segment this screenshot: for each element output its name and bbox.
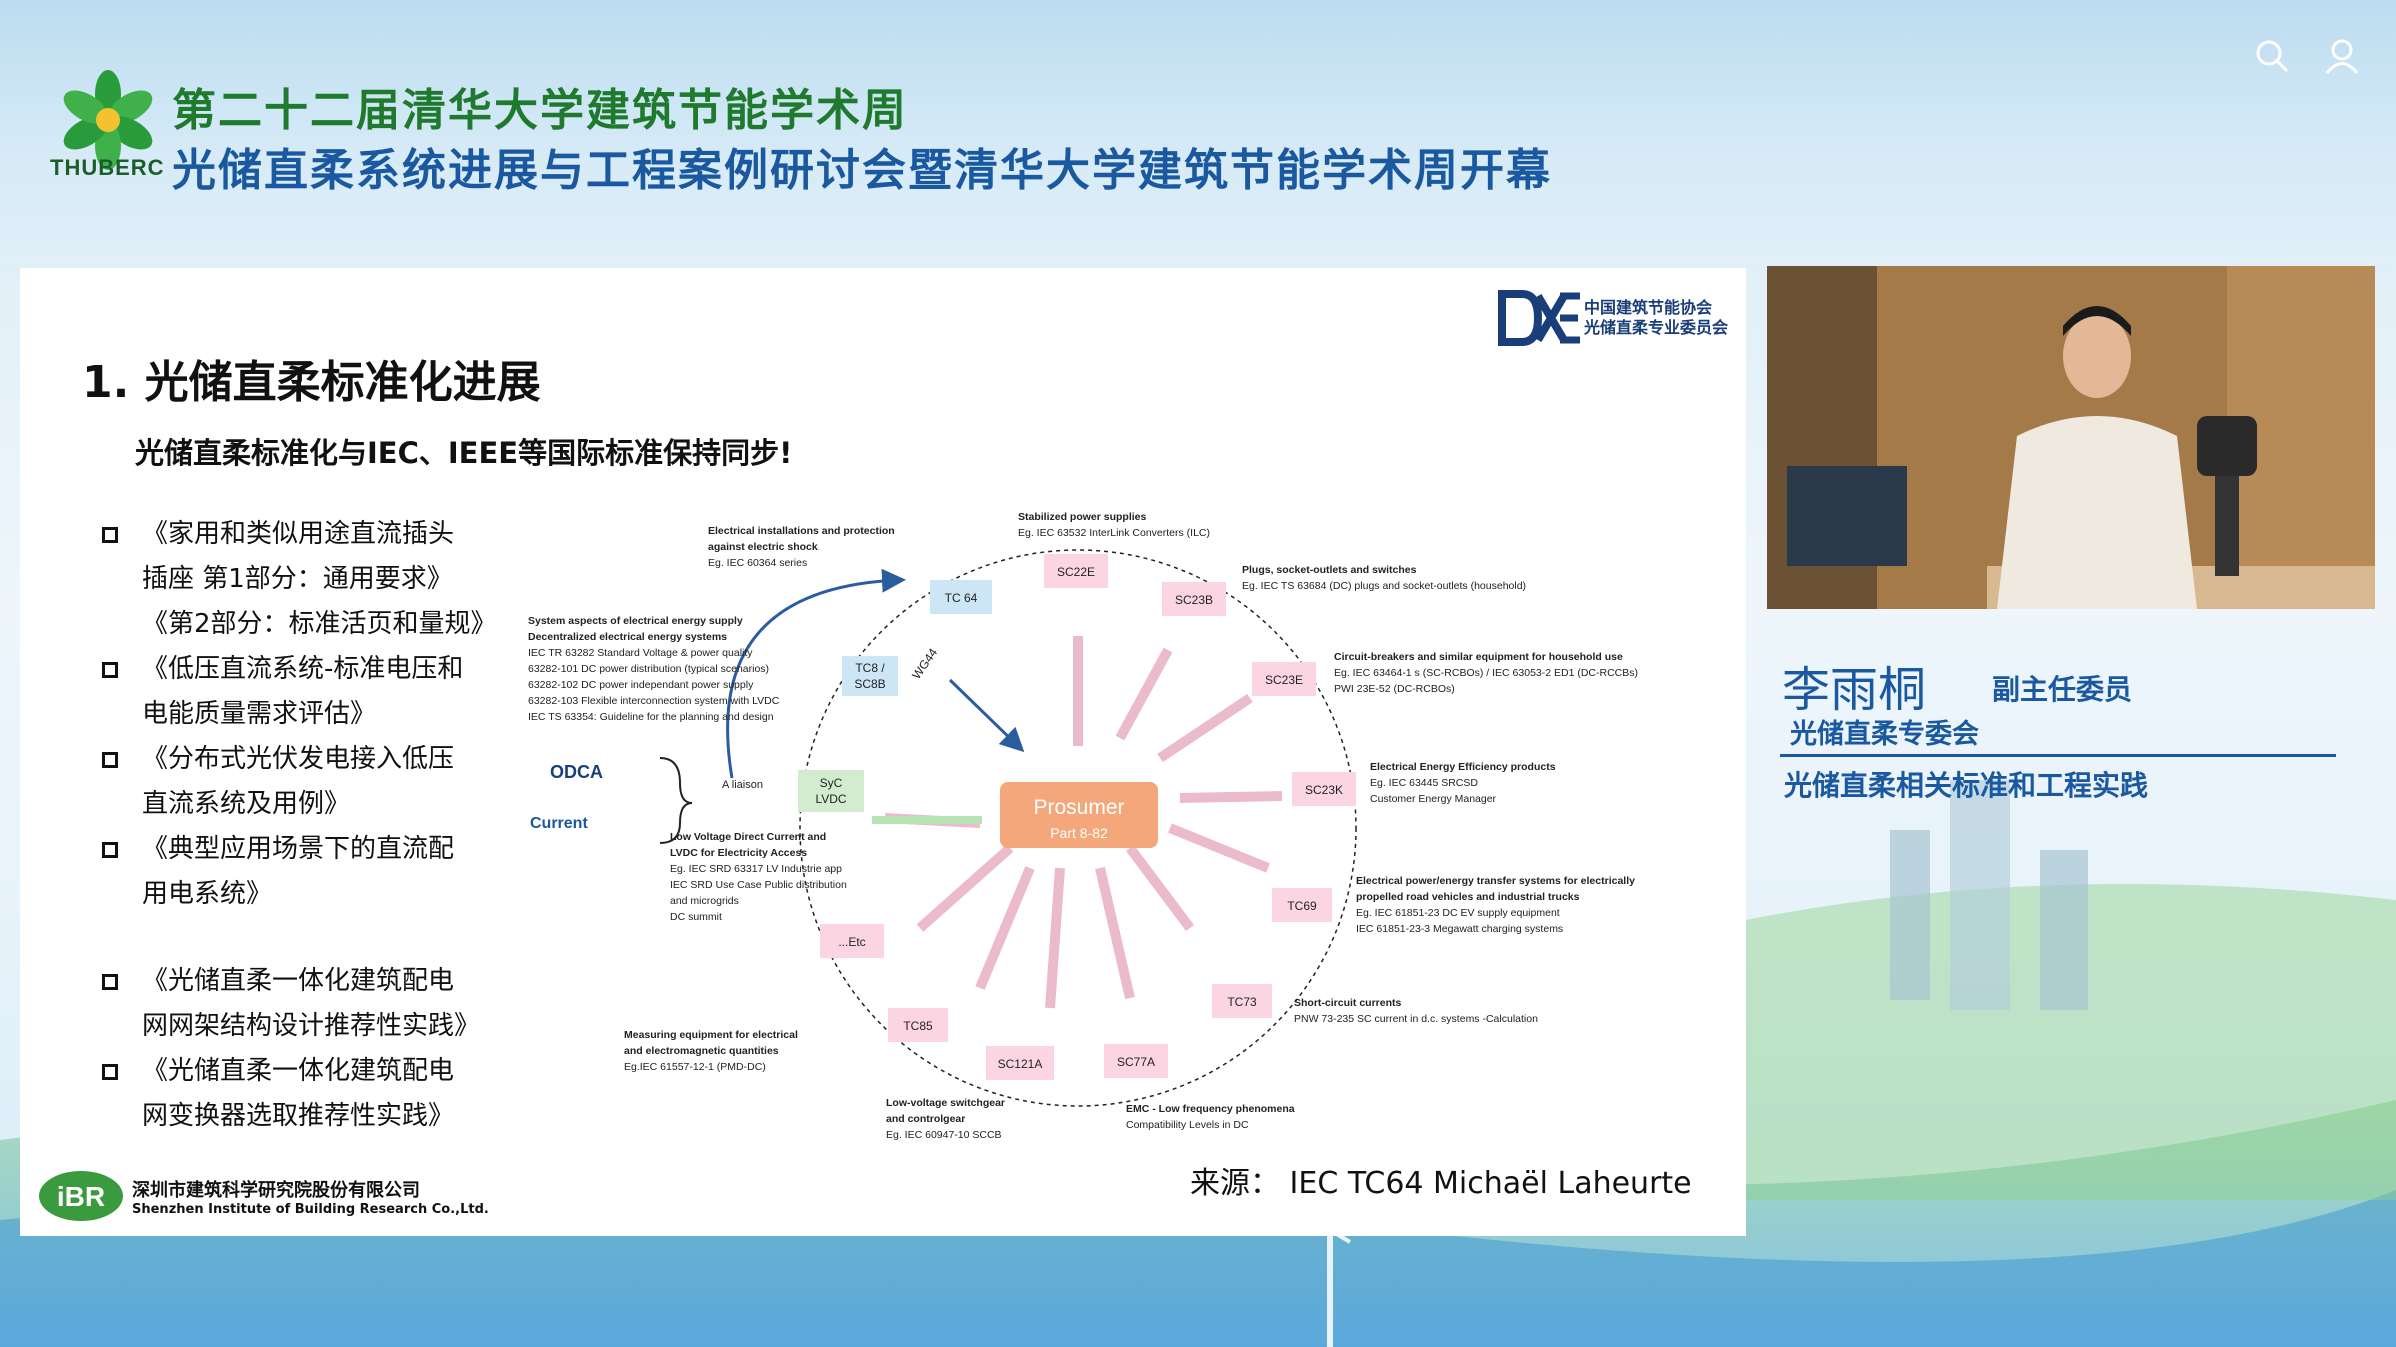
annotation-block: Circuit-breakers and similar equipment f… bbox=[1334, 651, 1641, 695]
speaker-video[interactable] bbox=[1767, 266, 2375, 609]
company-name-en: Shenzhen Institute of Building Research … bbox=[132, 1202, 489, 1217]
user-icon[interactable] bbox=[2322, 36, 2362, 76]
diagram-ring bbox=[799, 549, 1357, 1107]
node-sc23e bbox=[1252, 662, 1316, 696]
company-name-cn: 深圳市建筑科学研究院股份有限公司 bbox=[132, 1180, 420, 1201]
node-sc23k bbox=[1292, 772, 1356, 806]
prosumer-sub: Part 8-82 bbox=[1050, 825, 1108, 841]
list-item: 《光储直柔一体化建筑配电 网网架结构设计推荐性实践》 bbox=[100, 959, 520, 1049]
annotation-block: Low-voltage switchgear and controlgear E… bbox=[886, 1097, 1008, 1141]
presentation-slide: 中国建筑节能协会 光储直柔专业委员会 1. 光储直柔标准化进展 光储直柔标准化与… bbox=[20, 268, 1746, 1236]
association-name-2: 光储直柔专业委员会 bbox=[1584, 318, 1729, 337]
node-sc22e bbox=[1044, 554, 1108, 588]
annotation-block: Measuring equipment for electrical and e… bbox=[624, 1029, 801, 1073]
node-label: TC85 bbox=[903, 1019, 933, 1033]
annotation-block: Stabilized power supplies Eg. IEC 63532 … bbox=[1018, 511, 1210, 539]
logo-text: THUBERC bbox=[50, 155, 165, 180]
node-label: TC73 bbox=[1227, 995, 1257, 1009]
node-sc121a bbox=[986, 1046, 1054, 1080]
event-title: 第二十二届清华大学建筑节能学术周 bbox=[172, 85, 908, 136]
node-label: TC8 / bbox=[855, 661, 885, 675]
list-item: 《低压直流系统-标准电压和 电能质量需求评估》 bbox=[100, 647, 520, 737]
node-label: ...Etc bbox=[838, 935, 865, 949]
node-label: TC69 bbox=[1287, 899, 1317, 913]
node-label: TC 64 bbox=[945, 591, 978, 605]
annotation-block: Low Voltage Direct Current and LVDC for … bbox=[670, 831, 850, 923]
standards-list: 《家用和类似用途直流插头 插座 第1部分：通用要求》 《第2部分：标准活页和量规… bbox=[100, 512, 520, 1139]
node-label: SC23K bbox=[1305, 783, 1343, 797]
checkbox-icon bbox=[102, 842, 118, 858]
node-tc8-sc8b bbox=[842, 656, 898, 696]
checkbox-icon bbox=[102, 527, 118, 543]
slide-subheading: 光储直柔标准化与IEC、IEEE等国际标准保持同步! bbox=[135, 436, 793, 470]
speaker-topic: 光储直柔相关标准和工程实践 bbox=[1784, 769, 2149, 802]
header-banner bbox=[0, 0, 2396, 265]
checkbox-icon bbox=[102, 662, 118, 678]
annotation-block: Electrical installations and protection … bbox=[708, 525, 898, 569]
association-logo bbox=[1498, 290, 1580, 346]
node-label: SC22E bbox=[1057, 565, 1095, 579]
annotation-block: Plugs, socket-outlets and switches Eg. I… bbox=[1242, 564, 1526, 592]
list-item: 《光储直柔一体化建筑配电 网变换器选取推荐性实践》 bbox=[100, 1049, 520, 1139]
list-item: 《典型应用场景下的直流配 用电系统》 bbox=[100, 827, 520, 917]
search-icon[interactable] bbox=[2252, 36, 2292, 76]
odca-logo: ODCA bbox=[550, 762, 603, 782]
source-citation: 来源： IEC TC64 Michaël Laheurte bbox=[1190, 1166, 1692, 1201]
annotation-block: Short-circuit currents PNW 73-235 SC cur… bbox=[1294, 997, 1538, 1025]
node-label: SC121A bbox=[998, 1057, 1043, 1071]
annotation-block: Electrical power/energy transfer systems… bbox=[1356, 875, 1638, 935]
node-etc bbox=[820, 924, 884, 958]
speaker-name: 李雨桐 bbox=[1782, 662, 1927, 718]
node-tc85 bbox=[888, 1008, 948, 1042]
annotation-block: System aspects of electrical energy supp… bbox=[528, 615, 782, 723]
association-name-1: 中国建筑节能协会 bbox=[1584, 298, 1713, 317]
thuberc-logo bbox=[63, 70, 153, 170]
wg44-label: WG44 bbox=[909, 645, 940, 681]
node-label: SC23B bbox=[1175, 593, 1213, 607]
annotation-block: EMC - Low frequency phenomena Compatibil… bbox=[1126, 1103, 1298, 1131]
checkbox-icon bbox=[102, 974, 118, 990]
divider bbox=[1780, 754, 2336, 757]
node-label: SyC bbox=[820, 776, 843, 790]
checkbox-icon bbox=[102, 1064, 118, 1080]
node-tc73 bbox=[1212, 984, 1272, 1018]
prosumer-node bbox=[1000, 782, 1158, 848]
current-logo: Current bbox=[530, 815, 588, 832]
checkbox-icon bbox=[102, 752, 118, 768]
node-tc69 bbox=[1272, 888, 1332, 922]
liaison-label: A liaison bbox=[722, 779, 763, 791]
list-item: 《分布式光伏发电接入低压 直流系统及用例》 bbox=[100, 737, 520, 827]
speaker-organization: 光储直柔专委会 bbox=[1790, 719, 1979, 750]
annotation-block: Electrical Energy Efficiency products Eg… bbox=[1370, 761, 1559, 805]
svg-text:iBR: iBR bbox=[57, 1181, 105, 1212]
node-label: LVDC bbox=[815, 792, 846, 806]
node-sc23b bbox=[1162, 582, 1226, 616]
node-sc77a bbox=[1104, 1044, 1168, 1078]
node-label: SC8B bbox=[854, 677, 885, 691]
event-subtitle: 光储直柔系统进展与工程案例研讨会暨清华大学建筑节能学术周开幕 bbox=[172, 145, 1552, 196]
list-item: 《家用和类似用途直流插头 插座 第1部分：通用要求》 《第2部分：标准活页和量规… bbox=[100, 512, 520, 647]
node-label: SC77A bbox=[1117, 1055, 1155, 1069]
node-tc64 bbox=[930, 580, 992, 614]
speaker-role: 副主任委员 bbox=[1992, 673, 2133, 706]
iec-diagram: Prosumer Part 8-82 TC 64 SC22E SC23B SC2… bbox=[528, 511, 1641, 1141]
node-label: SC23E bbox=[1265, 673, 1303, 687]
speaker-video-frame bbox=[1767, 266, 2375, 609]
node-syc-lvdc bbox=[798, 770, 864, 812]
prosumer-title: Prosumer bbox=[1033, 796, 1124, 819]
ibr-logo: iBR bbox=[39, 1171, 123, 1221]
slide-heading: 1. 光储直柔标准化进展 bbox=[82, 357, 541, 408]
